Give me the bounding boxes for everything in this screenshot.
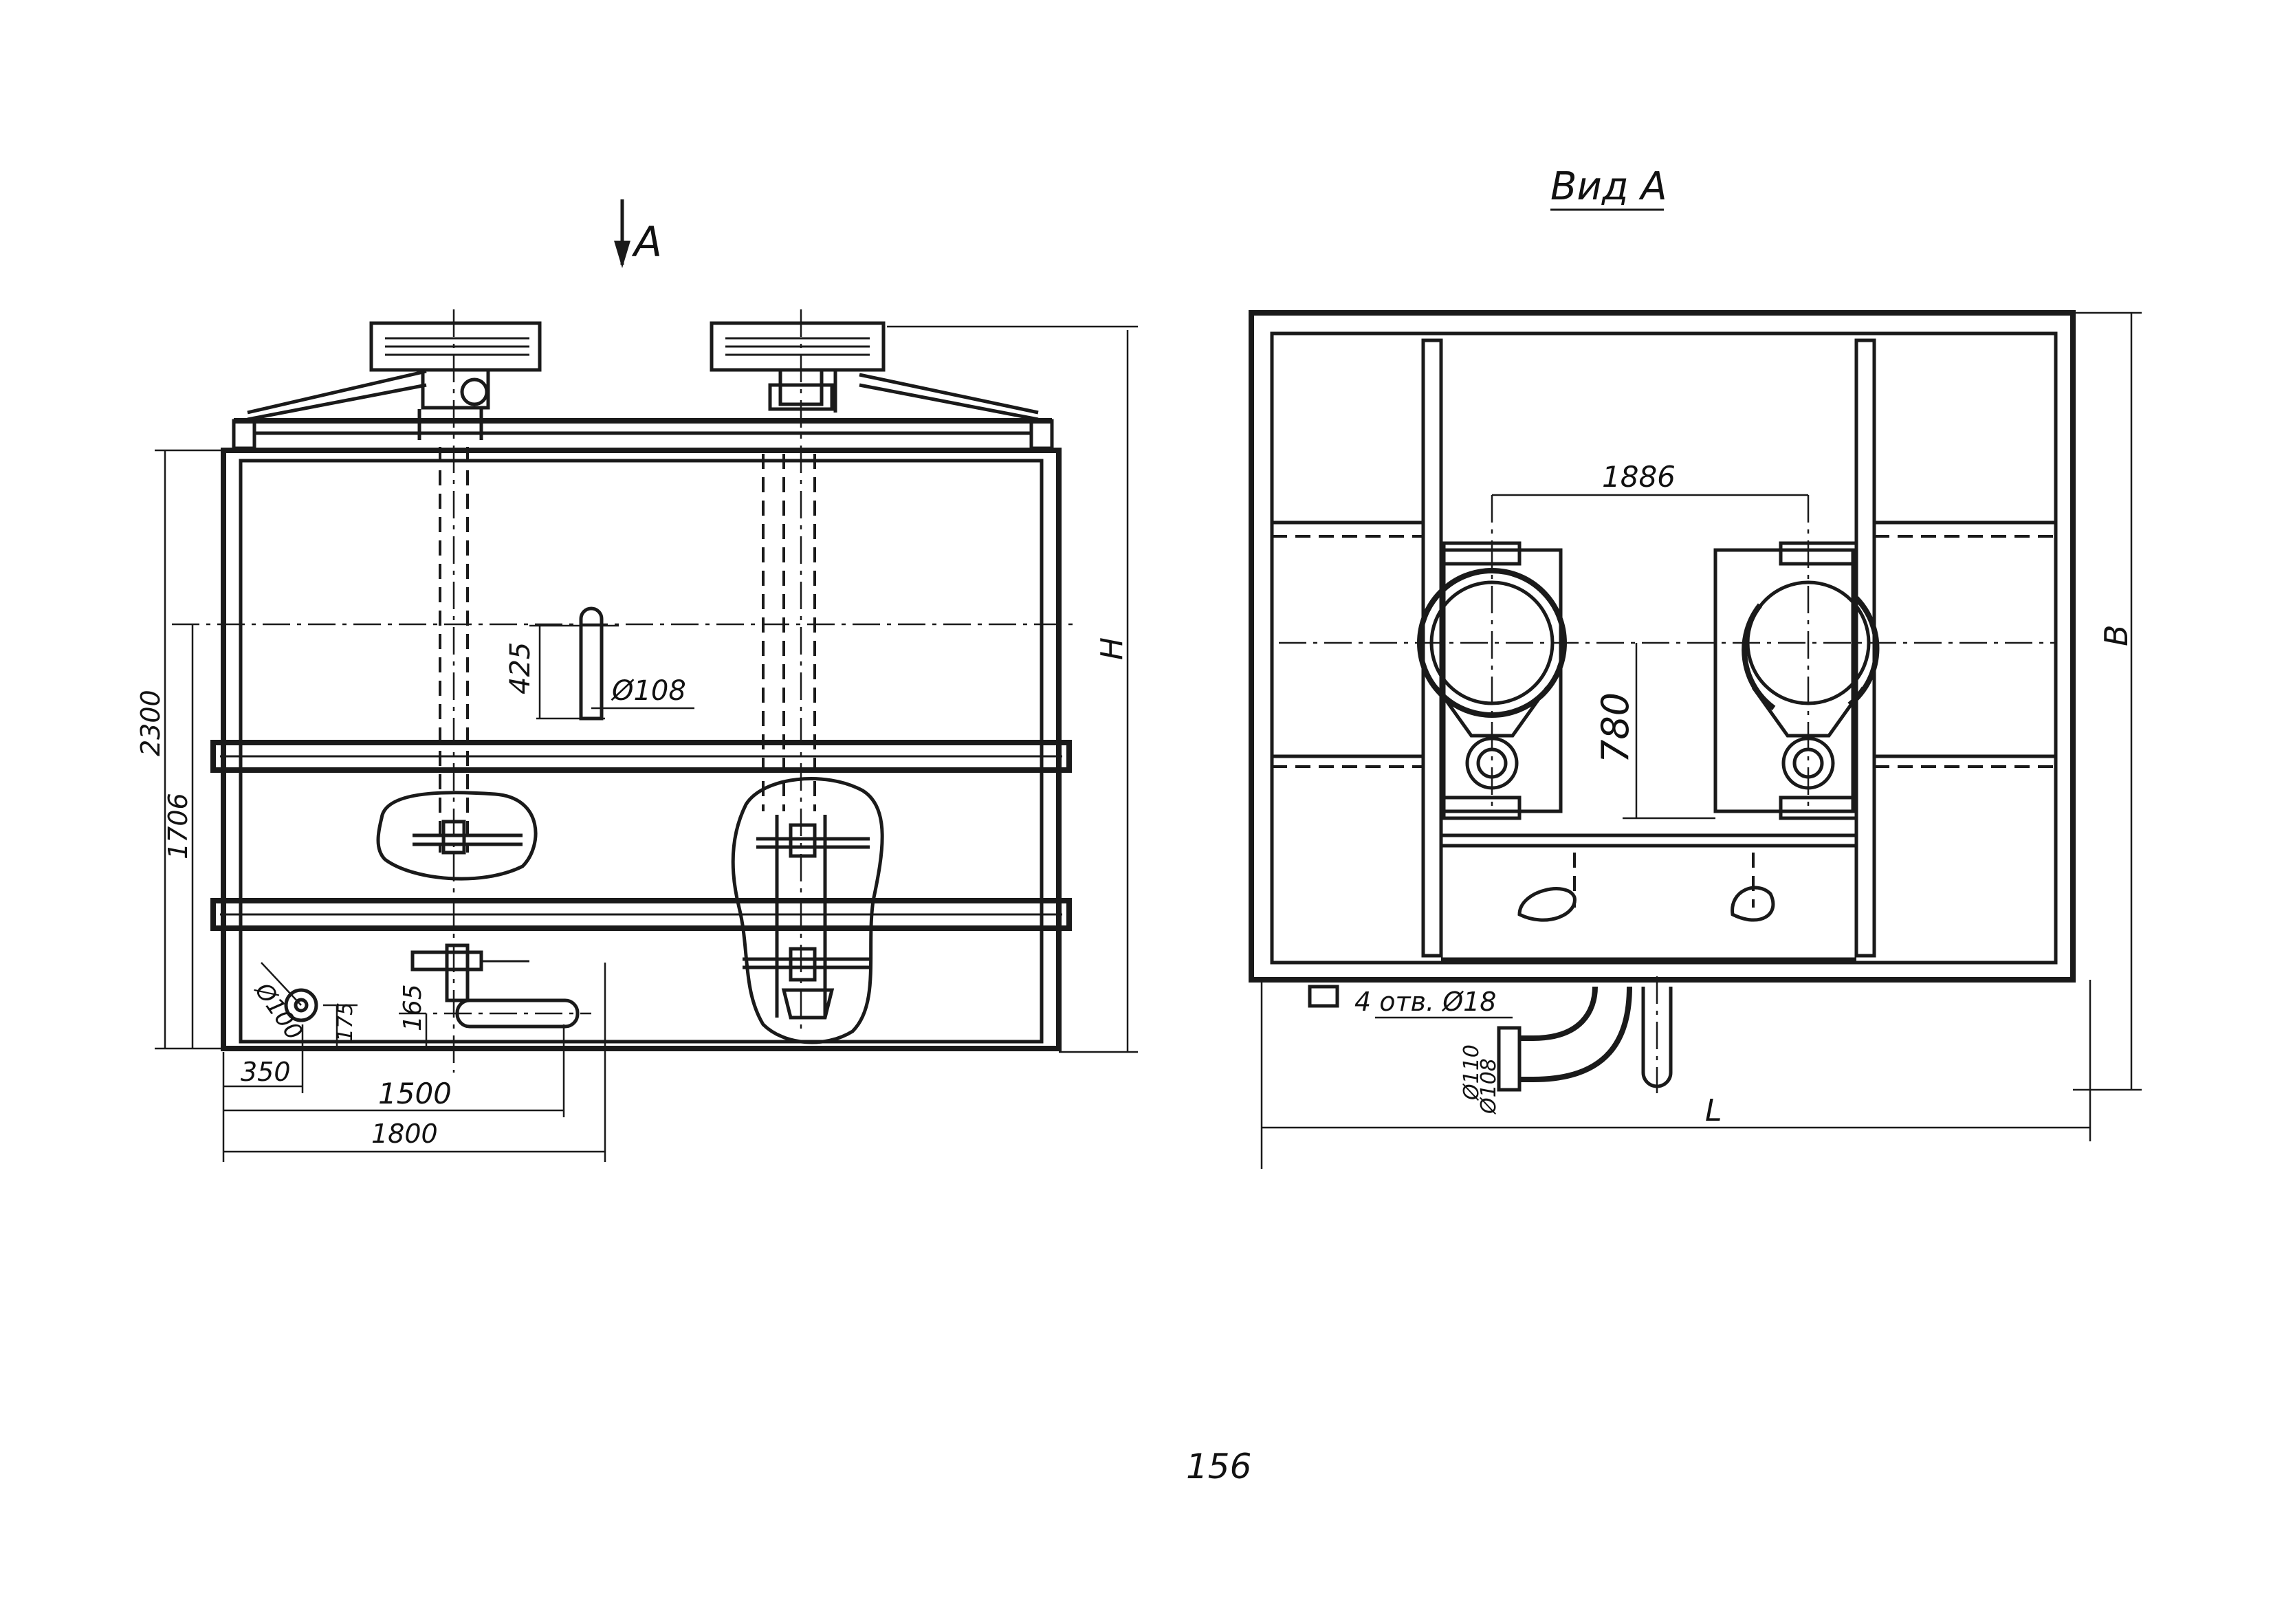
dim-l-group: L bbox=[1260, 980, 2091, 1169]
view-title: Вид А bbox=[1550, 164, 1667, 209]
inlet-pipe: 425 Ø108 bbox=[172, 606, 1073, 721]
shaft-left bbox=[439, 309, 469, 1073]
dim-b: B bbox=[2098, 624, 2135, 646]
dim-780: 780 bbox=[1594, 692, 1637, 763]
shaft-right bbox=[762, 309, 816, 1031]
dim-h: H bbox=[1095, 637, 1130, 660]
dim-350: 350 bbox=[241, 1057, 291, 1087]
cutaway-left bbox=[376, 791, 538, 881]
dim-165: 165 bbox=[399, 984, 427, 1031]
top-view: Вид А bbox=[1249, 164, 2142, 1169]
dim-1706: 1706 bbox=[163, 793, 193, 859]
dim-left-verticals: 2300 1706 bbox=[135, 449, 227, 1050]
bottom-outlet: 4 отв. Ø18 Ø110 Ø108 bbox=[1308, 976, 1673, 1115]
dim-holes: 4 отв. Ø18 bbox=[1354, 987, 1496, 1017]
cutaway-right bbox=[731, 777, 884, 1044]
dim-1800: 1800 bbox=[371, 1119, 438, 1149]
dim-175: 175 bbox=[333, 1002, 358, 1042]
lower-bay bbox=[1517, 853, 1775, 922]
dim-d108: Ø108 bbox=[611, 675, 686, 707]
dim-h-group: H bbox=[887, 325, 1138, 1053]
outlet-pipe bbox=[399, 943, 591, 1029]
drive-unit-left bbox=[369, 321, 542, 440]
view-arrow-label: A bbox=[631, 218, 662, 266]
dim-b-group: B bbox=[2073, 311, 2142, 1091]
dim-165-group: 165 bbox=[399, 984, 428, 1049]
dim-d108-outlet: Ø108 bbox=[1477, 1058, 1501, 1115]
frame-beams bbox=[1272, 338, 2056, 961]
view-arrow-a: A bbox=[614, 199, 662, 268]
tank-lid bbox=[232, 369, 1054, 450]
drive-unit-right bbox=[710, 321, 886, 413]
dim-bottom: 350 1500 1800 bbox=[222, 963, 606, 1162]
frame-inner bbox=[1270, 331, 2058, 965]
dim-1886-group: 1886 bbox=[1492, 460, 1808, 496]
dim-780-group: 780 bbox=[1594, 643, 1715, 820]
dim-1500: 1500 bbox=[378, 1077, 452, 1110]
dim-425: 425 bbox=[505, 642, 536, 694]
tank-body bbox=[210, 448, 1072, 1051]
dim-1886: 1886 bbox=[1602, 460, 1676, 494]
page-number: 156 bbox=[1186, 1447, 1251, 1486]
dim-l: L bbox=[1705, 1093, 1722, 1128]
dim-d110: Ø110 bbox=[1460, 1044, 1484, 1101]
frame-outer bbox=[1249, 310, 2076, 983]
front-view: A bbox=[135, 199, 1138, 1162]
dim-2300: 2300 bbox=[135, 690, 166, 756]
drive-plate-right bbox=[1713, 495, 1880, 820]
